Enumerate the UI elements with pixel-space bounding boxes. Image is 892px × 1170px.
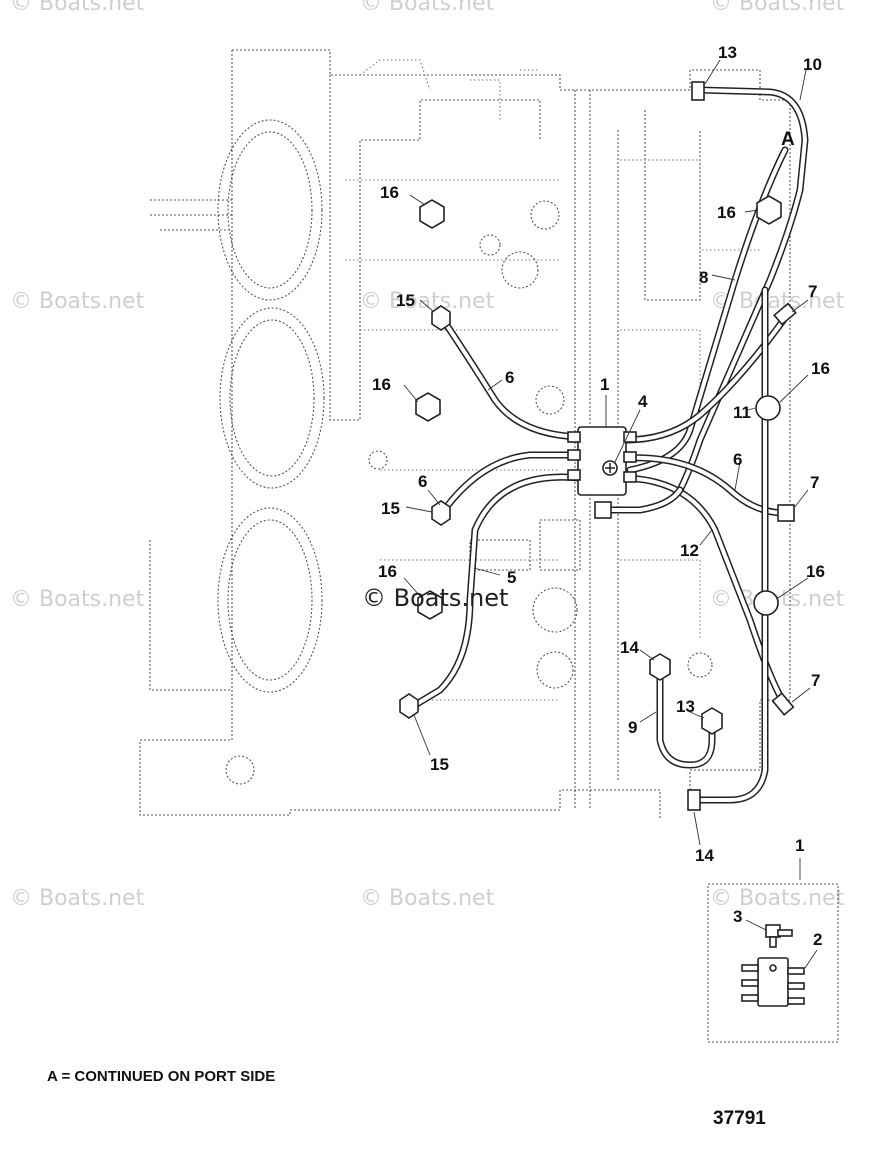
callout-7: 7 — [808, 282, 817, 301]
callout-labels: 13 10 A 16 16 8 7 15 6 1 4 16 16 11 6 6 … — [372, 43, 830, 865]
watermark: © Boats.net — [10, 0, 145, 16]
grommet-16 — [753, 590, 779, 616]
callout-2: 2 — [813, 930, 822, 949]
fitting-15 — [431, 305, 451, 331]
fitting-7 — [771, 692, 795, 716]
watermark: © Boats.net — [10, 289, 145, 314]
nut-16 — [417, 590, 443, 620]
callout-6: 6 — [733, 450, 742, 469]
fitting-14 — [649, 653, 671, 681]
watermarks: © Boats.net © Boats.net © Boats.net © Bo… — [10, 0, 845, 911]
callout-16: 16 — [372, 375, 391, 394]
callout-15: 15 — [396, 291, 415, 310]
callout-16: 16 — [717, 203, 736, 222]
fuel-manifold-block — [577, 426, 627, 496]
fitting-7 — [777, 504, 795, 522]
callout-16: 16 — [378, 562, 397, 581]
nut-16 — [415, 392, 441, 422]
callout-10: 10 — [803, 55, 822, 74]
callout-16: 16 — [380, 183, 399, 202]
fitting-15 — [399, 693, 419, 719]
callout-7: 7 — [811, 671, 820, 690]
grommet-16 — [755, 395, 781, 421]
fitting-13 — [691, 81, 705, 101]
callout-14: 14 — [695, 846, 714, 865]
callout-11: 11 — [733, 403, 751, 422]
fuel-hoses — [406, 86, 809, 804]
figure-number: 37791 — [713, 1108, 766, 1129]
callout-9: 9 — [628, 718, 637, 737]
leader-lines — [403, 59, 811, 846]
callout-15: 15 — [430, 755, 449, 774]
callout-16: 16 — [811, 359, 830, 378]
callout-12: 12 — [680, 541, 699, 560]
watermark: © Boats.net — [710, 886, 845, 911]
fitting-13 — [701, 707, 723, 735]
nut-16 — [756, 195, 782, 225]
callout-6: 6 — [505, 368, 514, 387]
callout-13: 13 — [718, 43, 737, 62]
watermark: © Boats.net — [360, 0, 495, 16]
diagram-caption: A = CONTINUED ON PORT SIDE — [47, 1068, 275, 1085]
callout-4: 4 — [638, 392, 648, 411]
callout-6: 6 — [418, 472, 427, 491]
callout-3: 3 — [733, 907, 742, 926]
fitting-14 — [687, 789, 701, 811]
inset-frame — [707, 883, 839, 1043]
callout-8: 8 — [699, 268, 708, 287]
callout-16: 16 — [806, 562, 825, 581]
watermark: © Boats.net — [360, 289, 495, 314]
callout-1: 1 — [600, 375, 609, 394]
callout-13: 13 — [676, 697, 695, 716]
center-watermark: © Boats.net — [362, 584, 508, 612]
watermark: © Boats.net — [10, 886, 145, 911]
callout-5: 5 — [507, 568, 516, 587]
nut-16 — [419, 199, 445, 229]
manifold-inset: 1 3 2 — [707, 836, 839, 1043]
watermark: © Boats.net — [710, 0, 845, 16]
fitting-15 — [431, 500, 451, 526]
callout-1-inset: 1 — [795, 836, 804, 855]
callout-7: 7 — [810, 473, 819, 492]
watermark: © Boats.net — [360, 886, 495, 911]
fittings — [399, 81, 797, 811]
callout-15: 15 — [381, 499, 400, 518]
watermark: © Boats.net — [10, 587, 145, 612]
callout-A: A — [781, 129, 795, 150]
callout-14: 14 — [620, 638, 639, 657]
fitting-7 — [773, 302, 797, 326]
